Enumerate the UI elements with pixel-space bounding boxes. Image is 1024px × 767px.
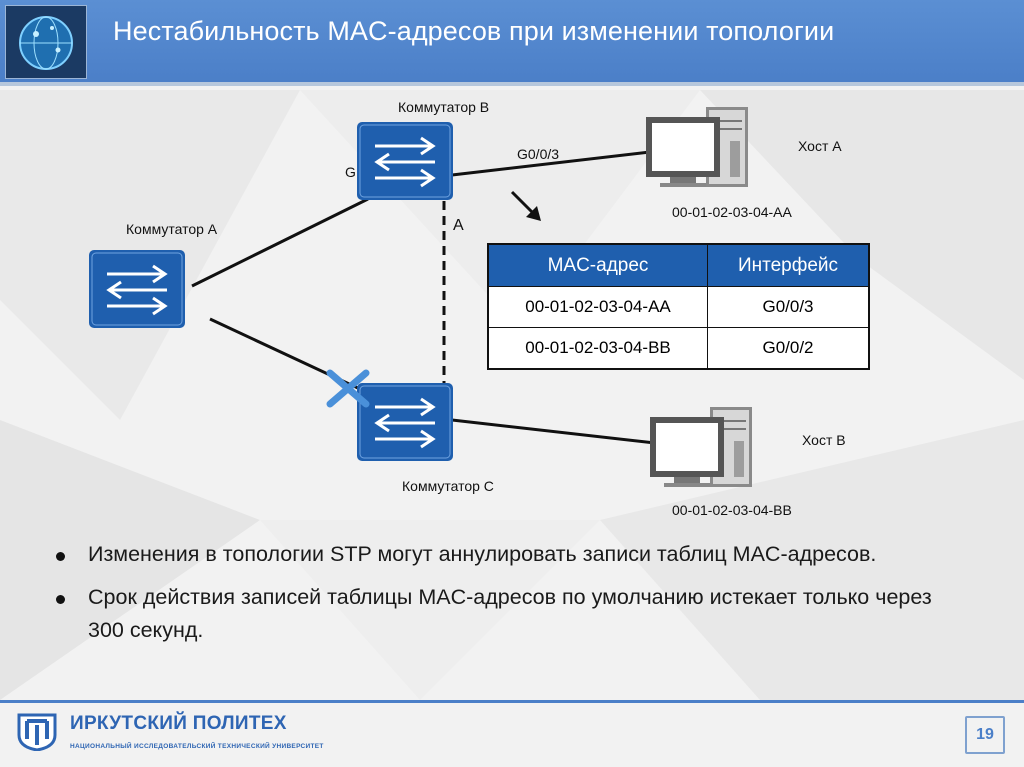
switch-a-label: Коммутатор A	[126, 221, 218, 237]
link-c-hostb	[451, 418, 656, 445]
slide-header: Нестабильность MAC-адресов при изменении…	[0, 0, 1024, 82]
port-label-g003: G0/0/3	[517, 146, 560, 162]
table-header-row: MAC-адрес Интерфейс	[487, 243, 870, 287]
switch-b-label: Коммутатор B	[398, 99, 490, 115]
blocked-port-icon	[326, 369, 370, 408]
interface-cell: G0/0/3	[707, 286, 870, 328]
footer-divider	[0, 700, 1024, 703]
column-header-interface: Интерфейс	[707, 243, 870, 287]
bullet-dot-icon	[56, 552, 65, 561]
port-label-partial: G	[345, 164, 356, 180]
bullet-list: Изменения в топологии STP могут аннулиро…	[50, 538, 950, 657]
host-a-label: Хост A	[798, 138, 842, 154]
university-name: ИРКУТСКИЙ ПОЛИТЕХ	[70, 713, 287, 734]
bullet-text: Срок действия записей таблицы MAC-адресо…	[88, 585, 932, 642]
link-b-hosta	[451, 150, 651, 177]
mac-address-table: MAC-адрес Интерфейс 00-01-02-03-04-AA G0…	[487, 243, 870, 370]
host-a-mac-label: 00-01-02-03-04-AA	[672, 204, 792, 220]
switch-b-icon	[357, 122, 453, 200]
host-a-computer-icon	[646, 107, 748, 187]
switch-a-icon	[89, 250, 185, 328]
table-row: 00-01-02-03-04-BB G0/0/2	[487, 327, 870, 370]
switch-c-label: Коммутатор C	[402, 478, 494, 494]
network-diagram	[89, 107, 752, 487]
column-header-mac: MAC-адрес	[487, 243, 708, 287]
globe-logo-icon	[5, 5, 87, 79]
page-number: 19	[965, 716, 1005, 754]
university-subtitle: НАЦИОНАЛЬНЫЙ ИССЛЕДОВАТЕЛЬСКИЙ ТЕХНИЧЕСК…	[70, 743, 324, 750]
mac-cell: 00-01-02-03-04-BB	[487, 327, 708, 370]
table-row: 00-01-02-03-04-AA G0/0/3	[487, 286, 870, 328]
page-title: Нестабильность MAC-адресов при изменении…	[113, 16, 835, 46]
university-shield-icon	[17, 713, 57, 756]
bullet-text: Изменения в топологии STP могут аннулиро…	[88, 542, 877, 566]
list-item: Изменения в топологии STP могут аннулиро…	[50, 538, 950, 571]
link-a-b	[191, 197, 369, 288]
bullet-dot-icon	[56, 595, 65, 604]
list-item: Срок действия записей таблицы MAC-адресо…	[50, 581, 950, 647]
link-label-a: A	[453, 217, 464, 234]
header-divider	[0, 82, 1024, 86]
interface-cell: G0/0/2	[707, 327, 870, 370]
switch-c-icon	[357, 383, 453, 461]
arrow-icon	[510, 190, 541, 221]
host-b-mac-label: 00-01-02-03-04-BB	[672, 502, 792, 518]
mac-cell: 00-01-02-03-04-AA	[487, 286, 708, 328]
host-b-computer-icon	[650, 407, 752, 487]
host-b-label: Хост B	[802, 432, 846, 448]
